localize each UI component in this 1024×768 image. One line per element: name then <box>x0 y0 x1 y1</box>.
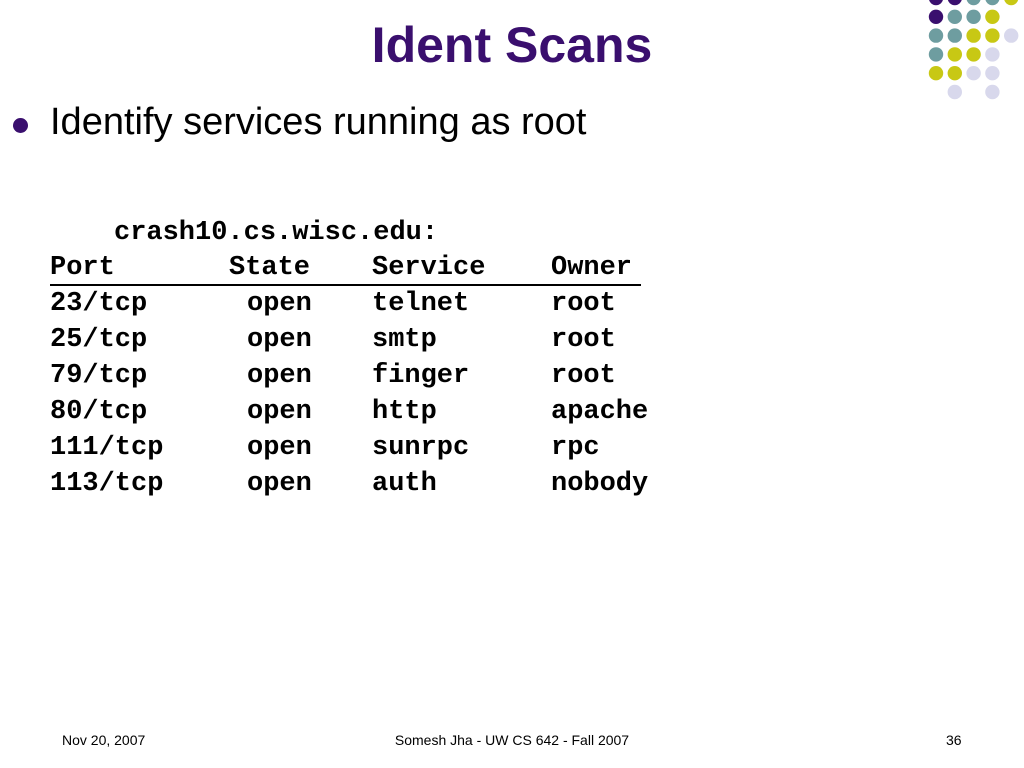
footer-page-number: 36 <box>946 732 962 748</box>
decorative-dot <box>947 84 962 100</box>
footer-author: Somesh Jha - UW CS 642 - Fall 2007 <box>394 732 630 748</box>
cell-state: open <box>247 469 312 499</box>
cell-port: 113/tcp <box>50 469 164 499</box>
cell-state: open <box>247 433 312 463</box>
decorative-dot <box>928 28 944 43</box>
table-row: 111/tcp open sunrpc rpc <box>50 430 690 466</box>
cell-service: smtp <box>372 325 437 355</box>
header-service: Service <box>372 253 486 283</box>
decorative-dot <box>947 0 962 6</box>
cell-port: 79/tcp <box>50 361 148 391</box>
header-state: State <box>229 253 311 283</box>
decorative-dot <box>966 0 981 6</box>
cell-state: open <box>247 289 312 319</box>
footer-date: Nov 20, 2007 <box>62 732 146 748</box>
cell-service: finger <box>372 361 470 391</box>
decorative-dot <box>985 84 1000 100</box>
decorative-dot <box>947 47 962 62</box>
table-row: 23/tcp open telnet root <box>50 286 690 322</box>
decorative-dot <box>966 47 981 62</box>
decorative-dot <box>928 47 944 62</box>
cell-service: http <box>372 397 437 427</box>
decorative-dot <box>1004 28 1019 43</box>
table-row: 25/tcp open smtp root <box>50 322 690 358</box>
decorative-dot <box>966 66 981 81</box>
cell-owner: root <box>551 361 616 391</box>
decorative-dot <box>1004 0 1019 6</box>
table-header-row: Port State Service Owner <box>50 250 641 286</box>
decorative-dot <box>947 9 962 24</box>
table-row: 113/tcp open auth nobody <box>50 466 690 502</box>
bullet-text: Identify services running as root <box>50 101 587 143</box>
cell-service: auth <box>372 469 437 499</box>
cell-owner: nobody <box>551 469 649 499</box>
cell-service: telnet <box>372 289 470 319</box>
header-owner: Owner <box>551 253 633 283</box>
decorative-dot <box>947 66 962 81</box>
host-label: crash10.cs.wisc.edu: <box>114 218 439 248</box>
table-row: 80/tcp open http apache <box>50 394 690 430</box>
ident-scan-table: Port State Service Owner 23/tcp open tel… <box>50 250 690 502</box>
decorative-dot <box>928 9 944 24</box>
decorative-dot <box>947 28 962 43</box>
cell-port: 23/tcp <box>50 289 148 319</box>
decorative-dot <box>929 0 943 6</box>
cell-state: open <box>247 361 312 391</box>
decorative-dot <box>985 66 1000 81</box>
decorative-dot-grid <box>928 0 1019 100</box>
cell-owner: apache <box>551 397 649 427</box>
bullet-dot-icon <box>13 118 28 133</box>
decorative-dot <box>966 28 981 43</box>
header-port: Port <box>50 253 115 283</box>
cell-port: 80/tcp <box>50 397 148 427</box>
decorative-dot <box>985 28 1000 43</box>
table-row: 79/tcp open finger root <box>50 358 690 394</box>
decorative-dot <box>928 66 944 81</box>
decorative-dot <box>985 47 1000 62</box>
slide-title: Ident Scans <box>371 17 653 73</box>
cell-owner: rpc <box>551 433 600 463</box>
cell-owner: root <box>551 325 616 355</box>
cell-owner: root <box>551 289 616 319</box>
cell-service: sunrpc <box>372 433 470 463</box>
decorative-dot <box>985 9 1000 24</box>
decorative-dot <box>985 0 1000 6</box>
cell-state: open <box>247 397 312 427</box>
cell-port: 25/tcp <box>50 325 148 355</box>
cell-state: open <box>247 325 312 355</box>
cell-port: 111/tcp <box>50 433 164 463</box>
decorative-dot <box>966 9 981 24</box>
